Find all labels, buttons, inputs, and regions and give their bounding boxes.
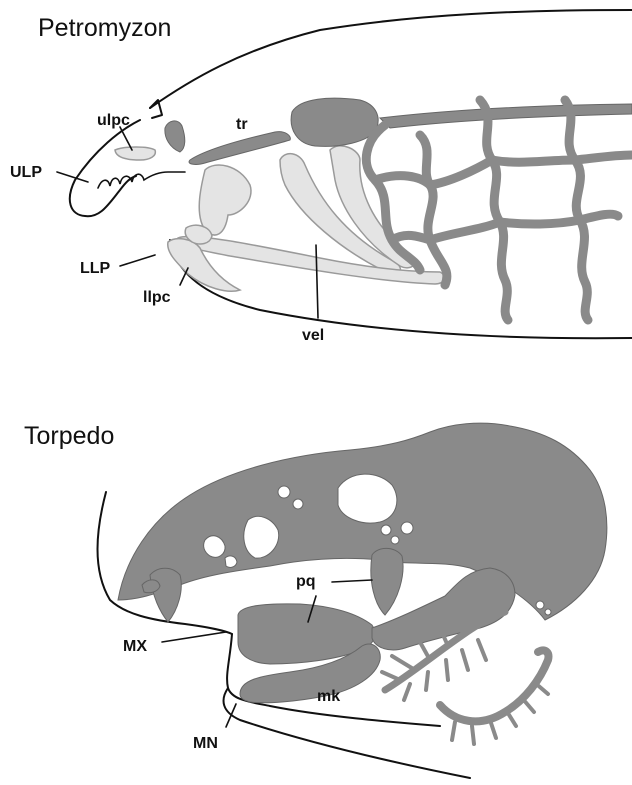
ULP-leader: [57, 172, 88, 182]
petromyzon-title: Petromyzon: [38, 14, 171, 42]
label-vel: vel: [302, 327, 324, 344]
torpedo-title: Torpedo: [24, 422, 114, 450]
label-tr: tr: [236, 116, 248, 133]
label-mk: mk: [317, 688, 340, 705]
pq-leader: [332, 580, 372, 582]
petromyzon-upper-lip-outline: [150, 100, 162, 118]
label-LLP: LLP: [80, 260, 111, 277]
torpedo-upper-labial: [150, 568, 181, 622]
petromyzon-cranium: [291, 98, 378, 146]
label-ULP: ULP: [10, 164, 42, 181]
petromyzon-ulpc-shape: [115, 147, 155, 160]
petromyzon-notochord: [380, 104, 632, 128]
MN-leader: [226, 704, 236, 727]
petromyzon-pharyngeal-cartilage: [199, 165, 251, 235]
petromyzon-head-outline: [150, 10, 632, 108]
label-MX: MX: [123, 638, 147, 655]
petromyzon-anterior-dorsal-cartilage: [165, 121, 185, 152]
petromyzon-branchial-basket: [366, 100, 632, 320]
torpedo-panel: Torpedo: [24, 422, 607, 778]
torpedo-pq-process: [371, 548, 403, 615]
petromyzon-trabecula: [189, 132, 290, 165]
label-ulpc: ulpc: [97, 112, 130, 129]
label-MN: MN: [193, 735, 218, 752]
MX-leader: [162, 632, 226, 642]
petromyzon-teeth: [98, 172, 185, 188]
label-llpc: llpc: [143, 289, 171, 306]
label-pq: pq: [296, 573, 316, 590]
vel-leader: [316, 245, 318, 318]
petromyzon-panel: Petromyzon: [10, 10, 632, 344]
petromyzon-upper-lip: [70, 120, 140, 216]
LLP-leader: [120, 255, 155, 266]
ulpc-leader: [120, 127, 132, 150]
